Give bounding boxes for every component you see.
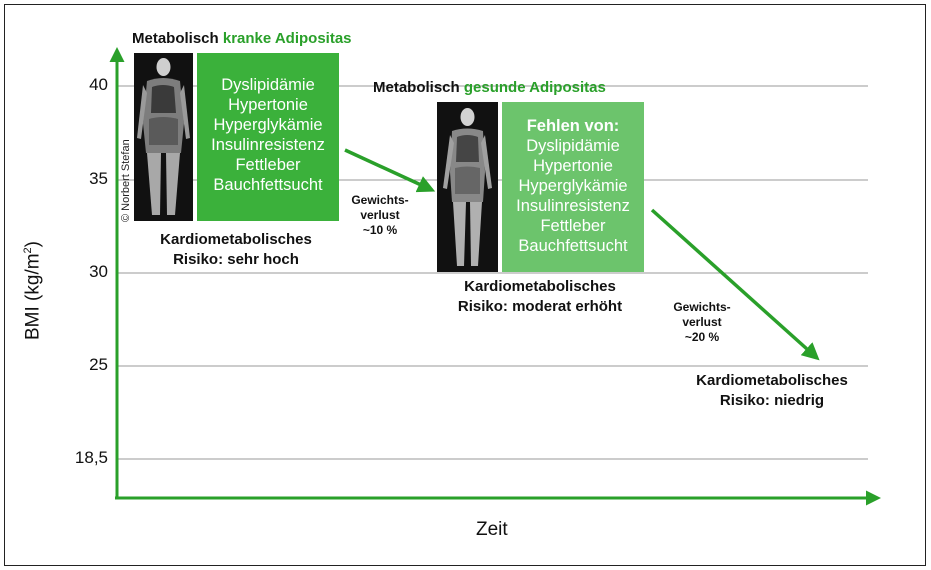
healthy-condition-3: Hyperglykämie xyxy=(502,176,644,196)
sick-condition-1: Dyslipidämie xyxy=(197,75,339,95)
x-axis-label: Zeit xyxy=(476,519,508,541)
sick-condition-6: Bauchfettsucht xyxy=(197,175,339,195)
y-tick-35: 35 xyxy=(60,169,108,189)
y-tick-18-5: 18,5 xyxy=(60,448,108,468)
healthy-condition-4: Insulinresistenz xyxy=(502,196,644,216)
sick-condition-4: Insulinresistenz xyxy=(197,135,339,155)
healthy-condition-5: Fettleber xyxy=(502,216,644,236)
sick-mri-scan xyxy=(134,53,193,221)
weight-loss-2-label: Gewichts- verlust ~20 % xyxy=(666,300,738,345)
weight-loss-arrow-1 xyxy=(345,150,432,190)
sick-condition-2: Hypertonie xyxy=(197,95,339,115)
sick-condition-5: Fettleber xyxy=(197,155,339,175)
healthy-condition-2: Hypertonie xyxy=(502,156,644,176)
healthy-condition-1: Dyslipidämie xyxy=(502,136,644,156)
copyright-label: © Norbert Stefan xyxy=(120,139,132,222)
y-axis-label: BMI (kg/m2) xyxy=(22,241,44,340)
healthy-risk-label: Kardiometabolisches Risiko: moderat erhö… xyxy=(430,277,650,317)
weight-loss-1-label: Gewichts- verlust ~10 % xyxy=(344,193,416,238)
healthy-mri-scan xyxy=(437,102,498,272)
healthy-lack-heading: Fehlen von: xyxy=(502,116,644,136)
target-risk-label: Kardiometabolisches Risiko: niedrig xyxy=(672,371,872,411)
sick-conditions-box: Dyslipidämie Hypertonie Hyperglykämie In… xyxy=(197,53,339,221)
healthy-condition-6: Bauchfettsucht xyxy=(502,236,644,256)
sick-condition-3: Hyperglykämie xyxy=(197,115,339,135)
sick-risk-label: Kardiometabolisches Risiko: sehr hoch xyxy=(136,230,336,270)
y-tick-25: 25 xyxy=(60,355,108,375)
y-tick-40: 40 xyxy=(60,75,108,95)
sick-title: Metabolisch kranke Adipositas xyxy=(132,30,352,47)
healthy-title: Metabolisch gesunde Adipositas xyxy=(373,79,606,96)
y-tick-30: 30 xyxy=(60,262,108,282)
healthy-conditions-box: Fehlen von: Dyslipidämie Hypertonie Hype… xyxy=(502,102,644,272)
